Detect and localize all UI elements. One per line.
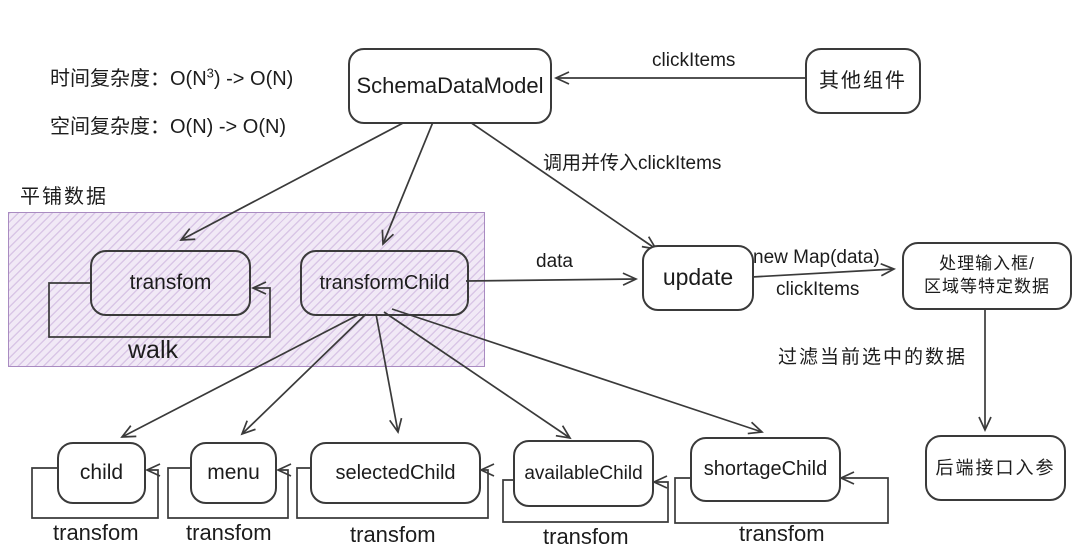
node-child-label: child <box>79 460 124 484</box>
node-transform-label: transfom <box>129 270 212 294</box>
node-menu: menu <box>190 442 277 504</box>
loop-label-availablechild: transfom <box>543 524 629 549</box>
loop-menu <box>167 463 292 519</box>
space-complexity-note: 空间复杂度：O(N) -> O(N) <box>50 116 287 138</box>
loop-transform-walk <box>48 281 271 338</box>
node-menu-label: menu <box>207 460 260 484</box>
node-transformchild: transformChild <box>300 250 469 316</box>
edge-to-shortagechild <box>391 308 764 435</box>
node-process-input-line2: 区域等特定数据 <box>924 277 1050 296</box>
node-schemadatamodel-label: SchemaDataModel <box>356 73 544 99</box>
node-availablechild: availableChild <box>513 440 654 507</box>
loop-label-shortagechild: transfom <box>739 521 825 546</box>
time-complexity-sup: 3 <box>206 65 214 81</box>
node-child: child <box>57 442 146 504</box>
edge-schema-update <box>469 121 658 251</box>
node-selectedchild-label: selectedChild <box>335 461 456 484</box>
node-update: update <box>642 245 754 311</box>
loop-availablechild <box>502 475 669 523</box>
node-shortagechild: shortageChild <box>690 437 841 502</box>
node-availablechild-label: availableChild <box>524 462 643 484</box>
time-complexity-note: 时间复杂度：O(N3) -> O(N) <box>50 62 293 91</box>
node-other-component-label: 其他组件 <box>819 69 907 92</box>
node-schemadatamodel: SchemaDataModel <box>348 48 552 124</box>
node-other-component: 其他组件 <box>805 48 921 114</box>
node-process-input: 处理输入框/ 区域等特定数据 <box>902 242 1072 310</box>
node-transform: transfom <box>90 250 251 316</box>
edge-newmap <box>751 262 897 278</box>
time-complexity-prefix: 时间复杂度：O(N <box>50 68 207 90</box>
loop-child <box>31 463 161 519</box>
edge-label-call-pass: 调用并传入clickItems <box>543 153 722 174</box>
loop-label-selectedchild: transfom <box>350 522 436 547</box>
edge-label-walk: walk <box>128 336 179 364</box>
filter-note: 过滤当前选中的数据 <box>778 347 968 368</box>
edge-to-child <box>120 313 361 438</box>
edge-label-clickitems-top: clickItems <box>652 50 736 71</box>
edge-data <box>465 272 639 286</box>
node-transformchild-label: transformChild <box>319 271 450 294</box>
node-update-label: update <box>662 264 734 291</box>
edge-to-selectedchild <box>375 313 403 434</box>
edge-to-menu <box>240 313 367 436</box>
edge-schema-transform <box>179 121 406 241</box>
edge-label-data: data <box>536 251 573 272</box>
loop-label-menu: transfom <box>186 520 272 545</box>
edge-label-newmap: new Map(data) <box>753 247 880 268</box>
node-backend-params: 后端接口入参 <box>925 435 1066 501</box>
flat-data-region-label: 平铺数据 <box>20 186 108 208</box>
loop-selectedchild <box>296 463 495 519</box>
node-selectedchild: selectedChild <box>310 442 481 504</box>
loop-label-child: transfom <box>53 520 139 545</box>
time-complexity-suffix: ) -> O(N) <box>213 68 294 90</box>
node-backend-params-label: 后端接口入参 <box>935 457 1056 478</box>
flat-data-region <box>8 212 485 367</box>
edge-label-clickitems-mid: clickItems <box>776 279 860 300</box>
edge-schema-transformchild <box>381 121 434 246</box>
node-process-input-line1: 处理输入框/ <box>939 254 1035 274</box>
node-shortagechild-label: shortageChild <box>703 458 828 480</box>
edge-to-availablechild <box>383 311 572 440</box>
loop-shortagechild <box>674 471 889 524</box>
